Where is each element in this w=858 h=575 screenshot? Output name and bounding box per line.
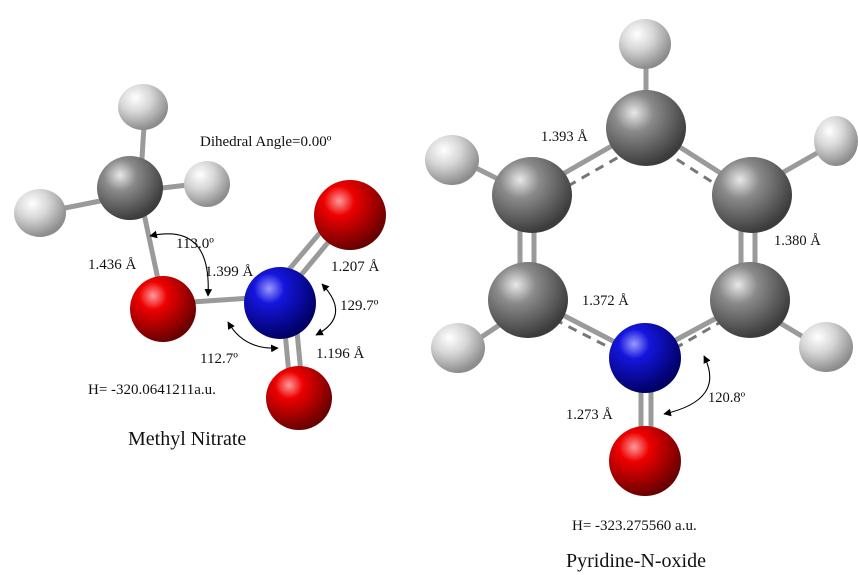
- pyridine-angle-arrow: [663, 355, 711, 417]
- angle-c-n-o-label: 120.8º: [708, 390, 746, 406]
- bond-top-left-label: 1.393 Å: [541, 129, 588, 145]
- carbon-atom: [488, 262, 568, 338]
- methyl-nitrate-title: Methyl Nitrate: [128, 428, 246, 450]
- carbon-atom: [97, 156, 163, 220]
- angle-o-n-o-left-label: 112.7º: [200, 351, 238, 367]
- bond-right-label: 1.380 Å: [774, 233, 821, 249]
- pyridine-n-oxide-molecule: 1.393 Å 1.380 Å 1.372 Å 120.8º 1.273 Å H…: [425, 19, 858, 572]
- carbon-atom: [606, 90, 686, 166]
- angle-c-o-n-label: 113.0º: [176, 236, 214, 252]
- hydrogen-atom: [184, 161, 230, 207]
- hydrogen-atom: [14, 189, 66, 237]
- hydrogen-atom: [814, 116, 858, 166]
- angle-o-n-o-right-label: 129.7º: [340, 298, 379, 314]
- carbon-atom: [710, 262, 790, 338]
- oxygen-atom: [609, 426, 681, 496]
- nitrogen-atom: [244, 267, 316, 339]
- bond-c-n-label: 1.372 Å: [582, 293, 629, 309]
- bond-c-o-label: 1.436 Å: [88, 257, 137, 273]
- carbon-atom: [712, 157, 792, 233]
- pyridine-energy: H= -323.275560 a.u.: [572, 518, 697, 534]
- hydrogen-atom: [425, 135, 479, 185]
- bond-o-n-label: 1.399 Å: [205, 264, 254, 280]
- hydrogen-atom: [799, 322, 853, 372]
- methyl-nitrate-molecule: Dihedral Angle=0.00º 113.0º 1.436 Å 1.39…: [14, 84, 386, 450]
- bond-n-o-upper-label: 1.207 Å: [331, 259, 380, 275]
- oxygen-atom: [314, 180, 386, 250]
- oxygen-atom: [130, 276, 196, 342]
- hydrogen-atom: [619, 19, 671, 69]
- methyl-nitrate-angle-arrows: [149, 230, 337, 353]
- bond-n-o-lower-label: 1.196 Å: [316, 346, 365, 362]
- nitrogen-atom: [609, 323, 681, 393]
- bond-n-o-label: 1.273 Å: [566, 407, 613, 423]
- oxygen-atom: [266, 366, 332, 430]
- hydrogen-atom: [118, 84, 168, 130]
- carbon-atom: [492, 157, 572, 233]
- dihedral-angle-label: Dihedral Angle=0.00º: [200, 134, 332, 150]
- hydrogen-atom: [431, 323, 485, 373]
- methyl-nitrate-energy: H= -320.0641211a.u.: [88, 382, 216, 398]
- pyridine-title: Pyridine-N-oxide: [566, 550, 706, 572]
